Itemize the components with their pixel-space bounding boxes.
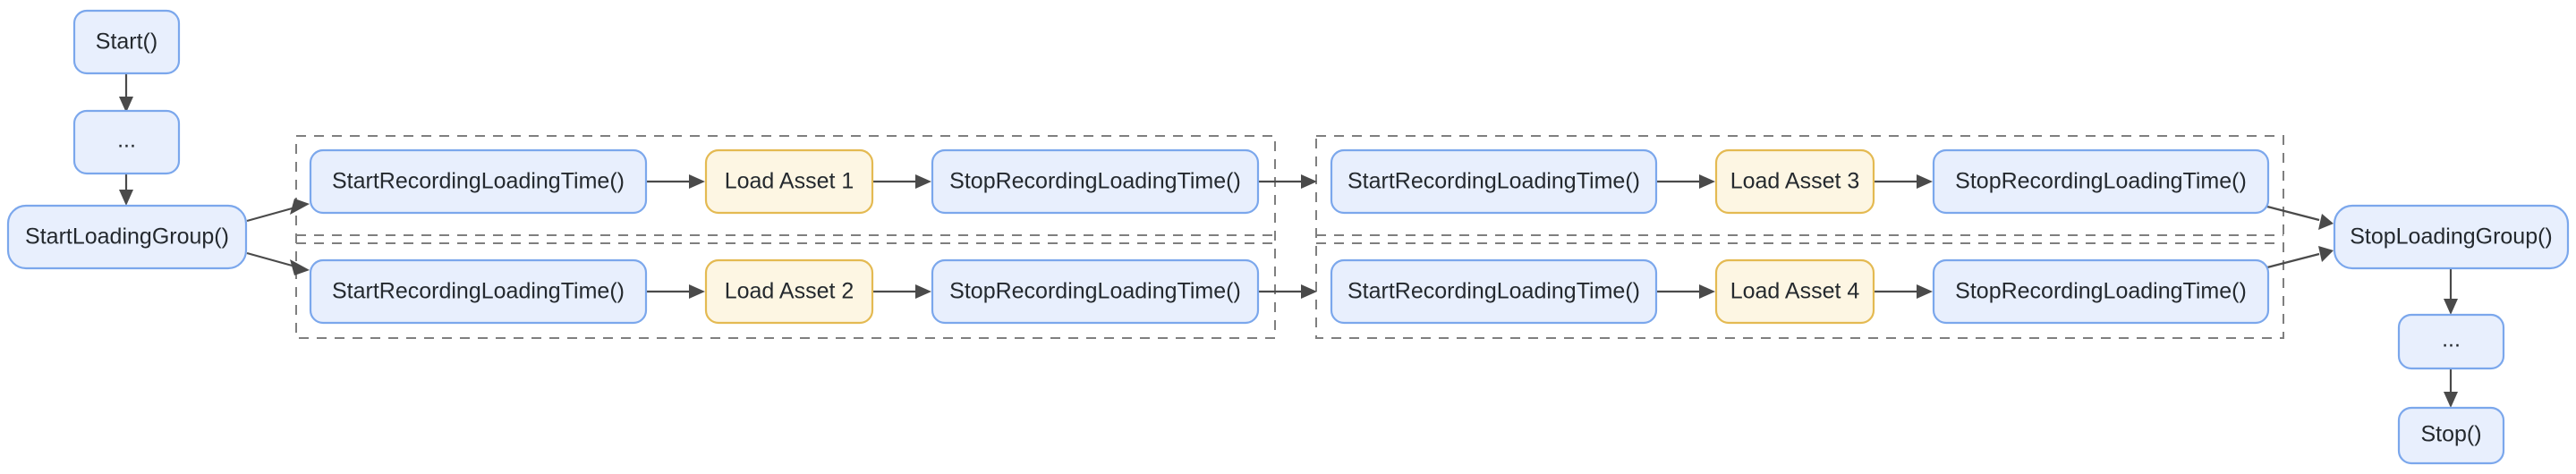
node-stop-label: Stop(): [2420, 422, 2481, 447]
node-start[interactable]: Start(): [72, 9, 181, 75]
node-ellipsis-bottom-label: ...: [2442, 327, 2461, 352]
edge-start-loading-group-to-row-asset-1: [246, 199, 310, 223]
node-start-label: Start(): [96, 30, 157, 55]
node-row-asset-2-step-0-label: StartRecordingLoadingTime(): [332, 279, 625, 304]
edge-row-asset-3-to-stop-loading-group: [2266, 205, 2334, 230]
node-stop-loading-group-rect[interactable]: [2333, 204, 2570, 270]
node-row-asset-3-step-2[interactable]: StopRecordingLoadingTime(): [1932, 148, 2270, 215]
node-row-asset-3-step-1[interactable]: Load Asset 3: [1714, 148, 1875, 215]
node-row-asset-1-step-0[interactable]: StartRecordingLoadingTime(): [309, 148, 648, 215]
node-row-asset-4-step-1-rect[interactable]: [1714, 258, 1875, 325]
node-ellipsis-top[interactable]: ...: [72, 109, 181, 175]
node-row-asset-2-step-2[interactable]: StopRecordingLoadingTime(): [931, 258, 1260, 325]
node-stop-loading-group[interactable]: StopLoadingGroup(): [2333, 204, 2570, 270]
node-row-asset-1-step-1-rect[interactable]: [704, 148, 874, 215]
node-stop[interactable]: Stop(): [2397, 406, 2505, 465]
node-ellipsis-top-label: ...: [117, 128, 136, 153]
node-row-asset-2-step-1[interactable]: Load Asset 2: [704, 258, 874, 325]
edge-row-asset-3-s0-s1: [1656, 174, 1715, 189]
node-start-loading-group[interactable]: StartLoadingGroup(): [6, 204, 248, 270]
edge-row-asset-4-s0-s1: [1656, 284, 1715, 299]
edge-row-asset-4-s1-s2: [1874, 284, 1933, 299]
node-row-asset-4-step-2[interactable]: StopRecordingLoadingTime(): [1932, 258, 2270, 325]
edge-row-asset-3-s1-s2: [1874, 174, 1933, 189]
node-row-asset-2-step-0-rect[interactable]: [309, 258, 648, 325]
node-row-asset-4-step-0-rect[interactable]: [1330, 258, 1658, 325]
node-row-asset-3-step-0-label: StartRecordingLoadingTime(): [1348, 169, 1640, 194]
node-row-asset-1-step-1-label: Load Asset 1: [725, 169, 854, 194]
edge-row-asset-1-to-row-asset-3: [1258, 174, 1317, 189]
group-box-1: [295, 135, 1276, 339]
edge-row-asset-2-s0-s1: [646, 284, 705, 299]
node-row-asset-4-step-0[interactable]: StartRecordingLoadingTime(): [1330, 258, 1658, 325]
node-ellipsis-bottom-rect[interactable]: [2397, 313, 2505, 370]
group-box-2: [1315, 135, 2284, 339]
edge-row-asset-4-to-stop-loading-group: [2266, 246, 2334, 269]
node-row-asset-1-step-2-label: StopRecordingLoadingTime(): [949, 169, 1241, 194]
node-row-asset-1-step-1[interactable]: Load Asset 1: [704, 148, 874, 215]
node-row-asset-4-step-0-label: StartRecordingLoadingTime(): [1348, 279, 1640, 304]
edge-ellipsis-top-to-start-loading-group: [119, 172, 133, 206]
node-row-asset-1-step-2-rect[interactable]: [931, 148, 1260, 215]
node-row-asset-3-step-1-label: Load Asset 3: [1730, 169, 1860, 194]
node-row-asset-3-step-2-label: StopRecordingLoadingTime(): [1955, 169, 2247, 194]
node-row-asset-4-step-2-rect[interactable]: [1932, 258, 2270, 325]
node-row-asset-1-step-0-rect[interactable]: [309, 148, 648, 215]
node-row-asset-1-step-2[interactable]: StopRecordingLoadingTime(): [931, 148, 1260, 215]
node-ellipsis-bottom[interactable]: ...: [2397, 313, 2505, 370]
node-row-asset-4-step-1[interactable]: Load Asset 4: [1714, 258, 1875, 325]
node-row-asset-2-step-1-label: Load Asset 2: [725, 279, 854, 304]
node-row-asset-3-step-2-rect[interactable]: [1932, 148, 2270, 215]
node-row-asset-2-step-1-rect[interactable]: [704, 258, 874, 325]
node-row-asset-2-step-2-rect[interactable]: [931, 258, 1260, 325]
edge-stop-loading-group-to-ellipsis-bottom: [2444, 268, 2458, 315]
edge-row-asset-2-to-row-asset-4: [1258, 284, 1317, 299]
node-row-asset-3-step-1-rect[interactable]: [1714, 148, 1875, 215]
edge-start-to-ellipsis-top: [119, 74, 133, 113]
node-ellipsis-top-rect[interactable]: [72, 109, 181, 175]
node-start-loading-group-rect[interactable]: [6, 204, 248, 270]
node-stop-loading-group-label: StopLoadingGroup(): [2350, 224, 2553, 250]
node-row-asset-4-step-2-label: StopRecordingLoadingTime(): [1955, 279, 2247, 304]
edge-ellipsis-bottom-to-stop: [2444, 368, 2458, 408]
node-row-asset-3-step-0[interactable]: StartRecordingLoadingTime(): [1330, 148, 1658, 215]
edge-start-loading-group-to-row-asset-2: [246, 251, 310, 275]
node-row-asset-1-step-0-label: StartRecordingLoadingTime(): [332, 169, 625, 194]
node-row-asset-2-step-0[interactable]: StartRecordingLoadingTime(): [309, 258, 648, 325]
node-row-asset-2-step-2-label: StopRecordingLoadingTime(): [949, 279, 1241, 304]
node-start-loading-group-label: StartLoadingGroup(): [25, 224, 229, 250]
node-row-asset-4-step-1-label: Load Asset 4: [1730, 279, 1860, 304]
edge-row-asset-2-s1-s2: [872, 284, 931, 299]
node-row-asset-3-step-0-rect[interactable]: [1330, 148, 1658, 215]
edge-row-asset-1-s1-s2: [872, 174, 931, 189]
node-stop-rect[interactable]: [2397, 406, 2505, 465]
node-start-rect[interactable]: [72, 9, 181, 75]
edge-row-asset-1-s0-s1: [646, 174, 705, 189]
